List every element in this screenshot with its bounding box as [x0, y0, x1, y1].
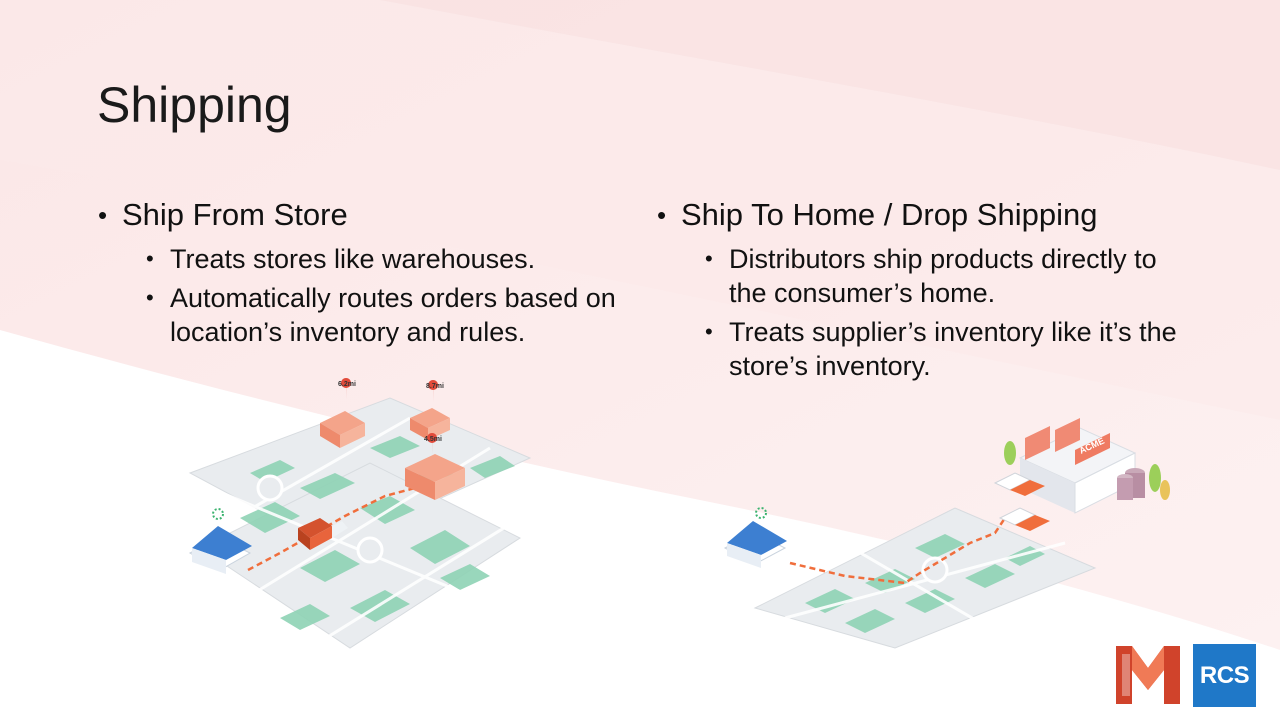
- ship-from-store-map-illustration: 6.2mi 8.7mi 4.5mi: [188, 378, 532, 650]
- ship-to-home-point: Distributors ship products directly to t…: [657, 242, 1197, 310]
- road-grid: [753, 507, 1097, 649]
- ship-from-store-section: Ship From Store Treats stores like wareh…: [98, 196, 638, 354]
- plants: [1004, 441, 1170, 500]
- map-pin-label: 6.2mi: [338, 381, 356, 388]
- slide-title: Shipping: [97, 77, 292, 133]
- ship-to-home-heading: Ship To Home / Drop Shipping: [657, 196, 1197, 234]
- delivery-route: [789, 517, 1007, 585]
- ship-from-store-point: Automatically routes orders based on loc…: [98, 281, 638, 349]
- map-pin-label: 4.5mi: [424, 436, 442, 443]
- supplier-factory: ACME: [1018, 418, 1145, 514]
- m-logo: [1116, 646, 1180, 704]
- delivery-truck: [298, 518, 348, 550]
- rcs-logo: RCS: [1193, 644, 1256, 707]
- ship-from-store-heading: Ship From Store: [98, 196, 638, 234]
- ship-from-store-point: Treats stores like warehouses.: [98, 242, 638, 276]
- ship-to-home-section: Ship To Home / Drop Shipping Distributor…: [657, 196, 1197, 388]
- map-pin-label: 8.7mi: [426, 383, 444, 390]
- ship-to-home-point: Treats supplier’s inventory like it’s th…: [657, 315, 1197, 383]
- customer-house: [723, 507, 787, 568]
- drop-shipping-map-illustration: ACME: [723, 418, 1170, 649]
- customer-house: [188, 508, 252, 574]
- store-3: 4.5mi: [405, 433, 465, 500]
- store-1: 6.2mi: [320, 378, 365, 448]
- delivery-trucks: [993, 472, 1050, 531]
